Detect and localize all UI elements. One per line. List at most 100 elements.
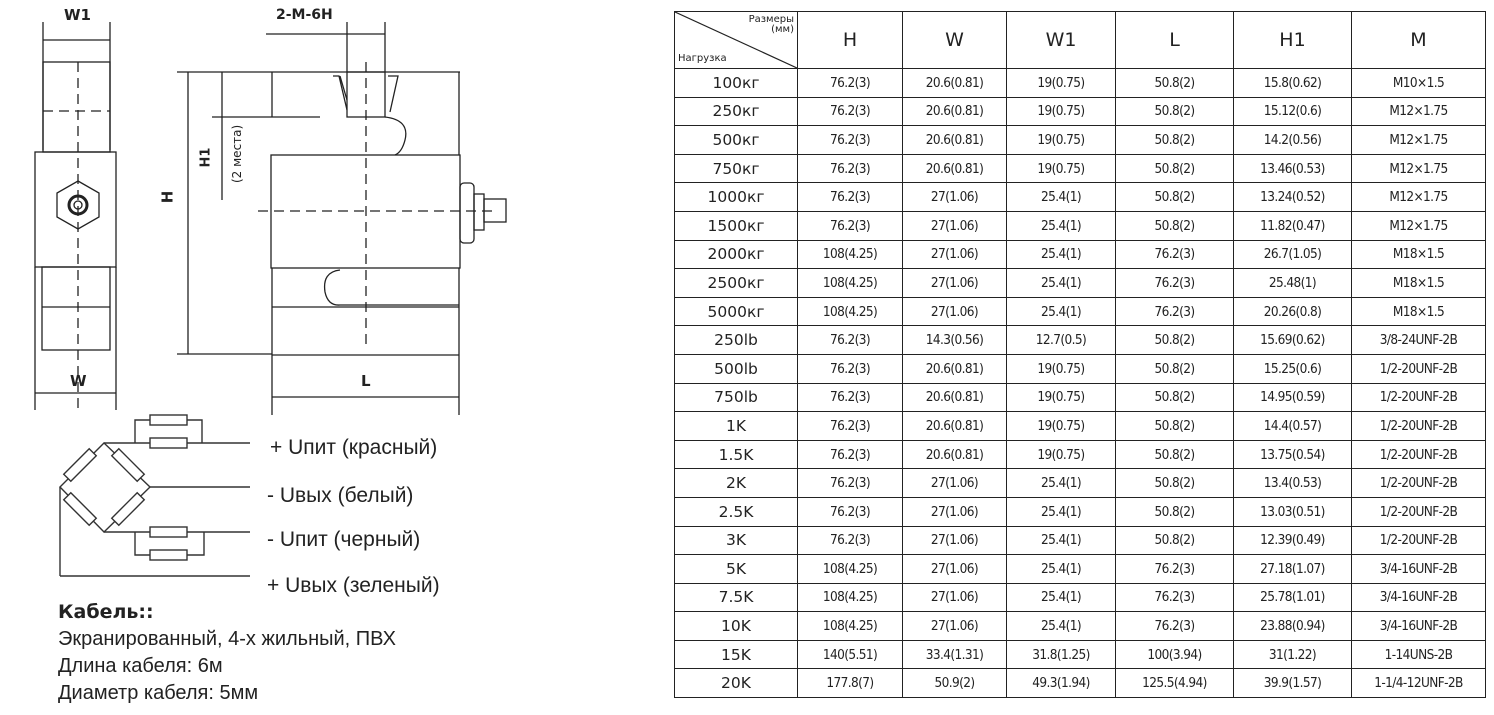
table-cell: 108(4.25) (797, 296, 903, 327)
table-cell: 19(0.75) (1006, 353, 1116, 384)
wire-label-plus-output: + Uвых (зеленый) (267, 574, 440, 597)
table-cell: 19(0.75) (1006, 96, 1116, 127)
column-header: L (1115, 11, 1234, 69)
load-cell: 750кг (674, 153, 798, 184)
table-cell: M12×1.75 (1351, 153, 1486, 184)
table-cell: 25.4(1) (1006, 525, 1116, 556)
table-cell: 14.3(0.56) (902, 325, 1007, 355)
table-cell: 27(1.06) (902, 611, 1007, 641)
column-header: M (1351, 11, 1486, 69)
table-cell: 76.2(3) (797, 325, 903, 355)
table-cell: 1/2-20UNF-2B (1351, 411, 1486, 441)
table-cell: 108(4.25) (797, 582, 903, 613)
dimensions-table: Размеры(мм) Нагрузка H W W1 L H1 M 100кг… (674, 11, 1486, 699)
table-cell: 1-14UNS-2B (1351, 639, 1486, 670)
label-h: H (158, 190, 177, 204)
dimension-drawing: W1 W H H1 (2 места) L 2-M-6H (0, 0, 640, 420)
table-cell: 19(0.75) (1006, 411, 1116, 441)
load-cell: 750lb (674, 382, 798, 413)
table-cell: 50.8(2) (1115, 525, 1234, 556)
table-cell: 1/2-20UNF-2B (1351, 439, 1486, 470)
wiring-diagram: + Uпит (красный) - Uвых (белый) - Uпит (… (0, 410, 660, 710)
table-cell: 50.8(2) (1115, 353, 1234, 384)
table-cell: 12.39(0.49) (1233, 525, 1352, 556)
load-cell: 5000кг (674, 296, 798, 327)
table-cell: 19(0.75) (1006, 68, 1116, 98)
table-cell: 19(0.75) (1006, 125, 1116, 155)
table-cell: 76.2(3) (1115, 296, 1234, 327)
table-cell: 125.5(4.94) (1115, 668, 1234, 699)
table-cell: 26.7(1.05) (1233, 239, 1352, 270)
table-cell: 50.8(2) (1115, 411, 1234, 441)
table-cell: 15.25(0.6) (1233, 353, 1352, 384)
load-cell: 2K (674, 468, 798, 498)
table-cell: 31.8(1.25) (1006, 639, 1116, 670)
table-cell: 1-1/4-12UNF-2B (1351, 668, 1486, 699)
load-cell: 1000кг (674, 182, 798, 212)
load-cell: 2000кг (674, 239, 798, 270)
table-cell: M12×1.75 (1351, 96, 1486, 127)
label-w1: W1 (64, 6, 91, 24)
table-cell: 25.4(1) (1006, 210, 1116, 241)
table-cell: 25.4(1) (1006, 182, 1116, 212)
table-cell: 25.4(1) (1006, 296, 1116, 327)
table-cell: 20.6(0.81) (902, 125, 1007, 155)
table-cell: 50.8(2) (1115, 210, 1234, 241)
table-cell: 19(0.75) (1006, 439, 1116, 470)
table-cell: 13.46(0.53) (1233, 153, 1352, 184)
table-cell: M18×1.5 (1351, 239, 1486, 270)
label-w: W (70, 372, 87, 390)
bridge-circuit-icon (59, 414, 250, 577)
table-cell: M12×1.75 (1351, 210, 1486, 241)
load-cell: 2.5K (674, 496, 798, 527)
column-header: W (902, 11, 1007, 69)
table-cell: 1/2-20UNF-2B (1351, 468, 1486, 498)
table-cell: 76.2(3) (1115, 582, 1234, 613)
wire-label-minus-output: - Uвых (белый) (267, 484, 414, 507)
table-cell: 1/2-20UNF-2B (1351, 382, 1486, 413)
table-cell: 76.2(3) (797, 210, 903, 241)
table-cell: 3/4-16UNF-2B (1351, 554, 1486, 584)
table-cell: M18×1.5 (1351, 296, 1486, 327)
table-cell: 15.12(0.6) (1233, 96, 1352, 127)
load-cell: 250lb (674, 325, 798, 355)
load-cell: 10K (674, 611, 798, 641)
table-cell: M18×1.5 (1351, 268, 1486, 298)
table-cell: 3/4-16UNF-2B (1351, 611, 1486, 641)
column-header: H1 (1233, 11, 1352, 69)
table-cell: M10×1.5 (1351, 68, 1486, 98)
table-cell: 27.18(1.07) (1233, 554, 1352, 584)
table-cell: 25.48(1) (1233, 268, 1352, 298)
table-cell: 100(3.94) (1115, 639, 1234, 670)
table-cell: 39.9(1.57) (1233, 668, 1352, 699)
column-header: H (797, 11, 903, 69)
table-cell: 177.8(7) (797, 668, 903, 699)
table-cell: 27(1.06) (902, 525, 1007, 556)
load-cell: 20K (674, 668, 798, 699)
table-cell: 14.4(0.57) (1233, 411, 1352, 441)
load-cell: 7.5K (674, 582, 798, 613)
table-cell: 27(1.06) (902, 182, 1007, 212)
table-cell: 20.26(0.8) (1233, 296, 1352, 327)
cable-title: Кабель:: (58, 601, 154, 623)
load-cell: 1.5K (674, 439, 798, 470)
load-cell-drawing (34, 22, 507, 415)
table-cell: 140(5.51) (797, 639, 903, 670)
table-cell: 25.4(1) (1006, 496, 1116, 527)
table-cell: 13.75(0.54) (1233, 439, 1352, 470)
table-cell: 20.6(0.81) (902, 153, 1007, 184)
table-cell: 50.8(2) (1115, 468, 1234, 498)
load-cell: 500lb (674, 353, 798, 384)
table-cell: 76.2(3) (1115, 554, 1234, 584)
table-cell: 31(1.22) (1233, 639, 1352, 670)
table-cell: 50.8(2) (1115, 125, 1234, 155)
table-cell: 11.82(0.47) (1233, 210, 1352, 241)
table-cell: 20.6(0.81) (902, 353, 1007, 384)
corner-load-label: Нагрузка (678, 53, 727, 64)
table-cell: 25.78(1.01) (1233, 582, 1352, 613)
